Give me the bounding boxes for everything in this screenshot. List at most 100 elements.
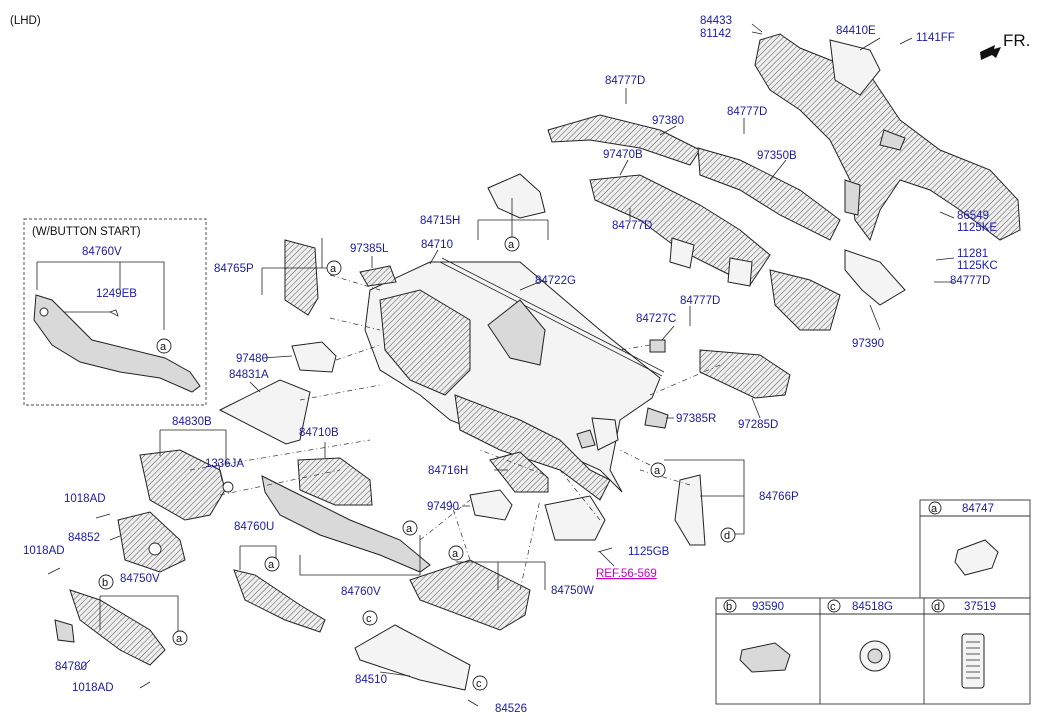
center-opening xyxy=(487,299,546,366)
callout-a-84760V: a xyxy=(406,523,413,535)
callout-a-84765P: a xyxy=(330,263,337,275)
label-84710: 84710 xyxy=(421,239,453,251)
legend-part-c: 84518G xyxy=(852,601,893,613)
label-11281: 11281 xyxy=(957,248,988,260)
label-84750V: 84750V xyxy=(120,573,160,585)
label-84433: 84433 xyxy=(700,15,732,27)
duct-97390 xyxy=(844,249,906,306)
inset-part-84760V: 84760V xyxy=(82,246,122,258)
vent-97480 xyxy=(291,341,337,373)
label-81142: 81142 xyxy=(700,28,731,40)
cover-84831A xyxy=(218,379,311,445)
legend-cell-a: a 84747 xyxy=(928,501,999,576)
bracket-84716H xyxy=(489,451,549,493)
reference-link[interactable]: REF.56-569 xyxy=(596,568,657,580)
airbag-module xyxy=(544,495,606,541)
label-97350B: 97350B xyxy=(757,150,797,162)
legend-cell-d: d 37519 xyxy=(931,599,996,689)
leader-lines xyxy=(47,23,955,707)
inset-part-1249EB: 1249EB xyxy=(96,288,137,300)
button-start-inset: (W/BUTTON START) 84760V 1249EB a xyxy=(23,218,207,406)
cover-84852 xyxy=(117,511,186,573)
label-84760V: 84760V xyxy=(341,586,381,598)
label-97490: 97490 xyxy=(427,501,459,513)
label-84777D-e: 84777D xyxy=(680,295,720,307)
label-1125KE: 1125KE xyxy=(957,222,997,234)
legend-cell-c: c 84518G xyxy=(827,599,893,672)
cover-84715H xyxy=(487,173,546,219)
duct-97350B xyxy=(697,147,841,241)
legend-key-a: a xyxy=(931,503,938,515)
label-97480: 97480 xyxy=(236,353,268,365)
label-84765P: 84765P xyxy=(214,263,254,275)
dash-frame-lower xyxy=(454,394,611,501)
legend-key-c: c xyxy=(830,601,836,613)
label-84777D-c: 84777D xyxy=(612,220,652,232)
part-labels: 84433 81142 84410E 1141FF 84777D 97380 8… xyxy=(23,15,998,715)
callout-d-84766P: d xyxy=(724,530,730,542)
label-84777D-d: 84777D xyxy=(950,275,990,287)
callout-a-84715H: a xyxy=(508,239,515,251)
label-sticker-icon xyxy=(961,633,985,689)
legend-key-d: d xyxy=(934,601,940,613)
bracket-97285D xyxy=(699,349,791,399)
label-1018AD-b: 1018AD xyxy=(23,545,65,557)
callout-c-84526: c xyxy=(476,678,482,690)
inset-lower-garnish xyxy=(33,294,201,393)
glove-box-84750W xyxy=(409,559,531,631)
label-86549: 86549 xyxy=(957,210,989,222)
panel-84765P xyxy=(284,239,319,316)
air-ducts xyxy=(547,114,906,331)
inset-frame xyxy=(23,218,207,406)
label-97385R: 97385R xyxy=(676,413,716,425)
label-1125KC: 1125KC xyxy=(957,260,998,272)
inset-title: (W/BUTTON START) xyxy=(32,226,141,238)
label-97380: 97380 xyxy=(652,115,684,127)
legend-cell-b: b 93590 xyxy=(723,599,791,673)
crash-pad-assembly xyxy=(364,257,665,501)
label-1018AD-a: 1018AD xyxy=(64,493,106,505)
label-84715H: 84715H xyxy=(420,215,460,227)
duct-97380 xyxy=(547,114,701,166)
callout-c-84510-top: c xyxy=(366,613,372,625)
label-84852: 84852 xyxy=(68,532,100,544)
dash-frame-left xyxy=(379,289,471,396)
callout-b-84750V: b xyxy=(102,577,108,589)
panel-84766P xyxy=(674,474,706,546)
vent-97385R xyxy=(644,407,669,429)
label-84716H: 84716H xyxy=(428,465,468,477)
cover-84780 xyxy=(54,619,75,643)
callout-markers: a a a a a a a b c c d xyxy=(98,236,736,691)
vent-97385L xyxy=(359,265,397,287)
callout-a-inset-label: a xyxy=(160,341,167,353)
label-84410E: 84410E xyxy=(836,25,876,37)
label-1336JA: 1336JA xyxy=(205,458,244,470)
label-84526: 84526 xyxy=(495,703,527,715)
label-97390: 97390 xyxy=(852,338,884,350)
front-label: FR. xyxy=(1003,31,1030,50)
vent-97490 xyxy=(469,489,513,521)
label-84777D-b: 84777D xyxy=(727,106,767,118)
legend-key-b: b xyxy=(726,601,732,613)
label-97285D: 97285D xyxy=(738,419,778,431)
label-1141FF: 1141FF xyxy=(916,32,955,44)
lower-panel-84750V xyxy=(69,589,166,666)
callout-a-84750V: a xyxy=(176,633,183,645)
label-1018AD-c: 1018AD xyxy=(72,682,114,694)
label-84766P: 84766P xyxy=(759,491,799,503)
garnish-84710B xyxy=(297,457,373,506)
label-84750W: 84750W xyxy=(551,585,594,597)
label-84727C: 84727C xyxy=(636,313,676,325)
front-direction-indicator: FR. xyxy=(980,31,1030,60)
label-84830B: 84830B xyxy=(172,416,212,428)
label-84831A: 84831A xyxy=(229,369,269,381)
legend-part-d: 37519 xyxy=(964,601,996,613)
glove-box-84510 xyxy=(354,624,471,691)
legend-table: a 84747 b 93590 c 84518G d 37519 xyxy=(715,499,1031,705)
label-97385L: 97385L xyxy=(350,243,389,255)
lhd-note: (LHD) xyxy=(10,15,41,27)
label-84510: 84510 xyxy=(355,674,387,686)
callout-a-inset xyxy=(156,338,172,354)
label-84710B: 84710B xyxy=(299,427,339,439)
